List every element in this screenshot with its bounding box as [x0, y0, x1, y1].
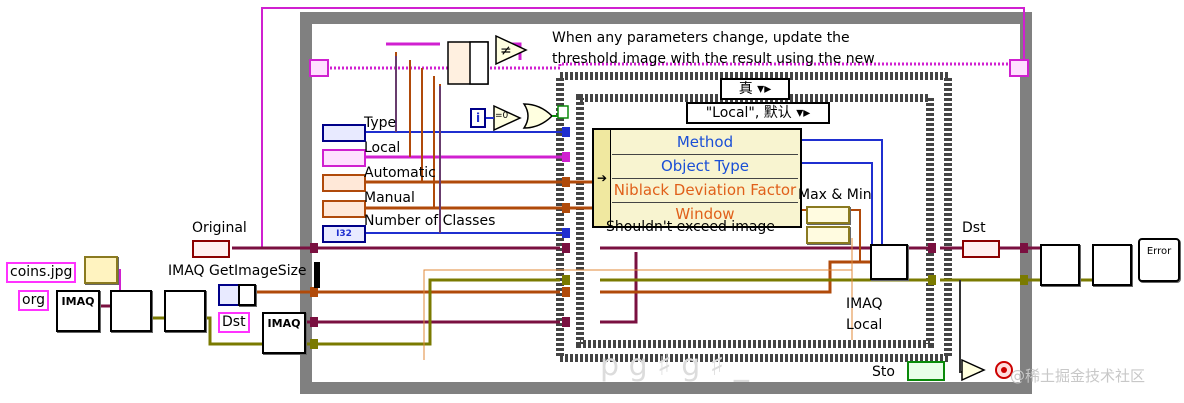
- pink-wire-shift: [318, 62, 1012, 70]
- wire-bundle-verticals-blue: [395, 56, 441, 233]
- tunnel-left-size: [310, 287, 318, 297]
- dst-label: Dst: [962, 220, 986, 236]
- imaq-dispose-node-2[interactable]: [1092, 244, 1132, 286]
- get-image-size-label: IMAQ GetImageSize: [168, 263, 307, 279]
- imaq-dispose-node-1[interactable]: [1040, 244, 1080, 286]
- iteration-terminal[interactable]: i: [470, 108, 486, 128]
- inner-case-value: "Local", 默认: [705, 105, 792, 121]
- imaq-local-node[interactable]: [870, 244, 908, 280]
- error-handler-node[interactable]: Error: [1138, 238, 1180, 282]
- shift-register-left[interactable]: [309, 59, 329, 77]
- shouldnt-exceed-label: Shouldn't exceed image: [606, 219, 775, 235]
- type-control-terminal[interactable]: [322, 124, 366, 142]
- dst-name-constant[interactable]: Dst: [218, 312, 250, 333]
- error-wire-main: [140, 278, 1040, 346]
- tunnel-size: [562, 287, 570, 297]
- tunnel-out-ref: [928, 243, 936, 253]
- tunnel-manual: [562, 203, 570, 213]
- file-path-constant[interactable]: coins.jpg: [6, 262, 77, 283]
- imaq-local-label-1: IMAQ: [846, 296, 883, 312]
- tunnel-loop-ref: [1020, 243, 1028, 253]
- comment-line-1: When any parameters change, update the: [552, 30, 850, 46]
- tunnel-left-ref: [310, 243, 318, 253]
- shift-register-right[interactable]: [1009, 59, 1029, 77]
- imaq-create-node[interactable]: IMAQ: [56, 290, 100, 332]
- imaq-getsize-node[interactable]: [164, 290, 206, 332]
- stop-terminal[interactable]: [907, 361, 945, 381]
- local-control-terminal[interactable]: [322, 149, 366, 167]
- number-of-classes-label: Number of Classes: [364, 213, 496, 229]
- tunnel-left-dst: [310, 317, 318, 327]
- image-name-constant[interactable]: org: [18, 290, 49, 311]
- size-output-bar: [314, 262, 320, 288]
- wire-objecttype-out: [800, 162, 873, 246]
- eq-zero-label: =0: [495, 111, 509, 121]
- wire-method-out: [800, 139, 883, 246]
- not-equal-node[interactable]: [495, 34, 528, 66]
- property-node-arrow: ➔: [594, 130, 611, 226]
- property-method[interactable]: Method: [612, 130, 798, 155]
- wire-orange-loop: [423, 238, 853, 360]
- tunnel-error: [562, 275, 570, 285]
- iteration-label: i: [475, 111, 481, 125]
- outer-case-selector[interactable]: 真 ▾▸: [720, 78, 790, 100]
- while-loop-frame[interactable]: [300, 12, 1032, 394]
- tunnel-loop-error: [1020, 275, 1028, 285]
- local-label: Local: [364, 140, 401, 156]
- watermark-text: @稀土掘金技术社区: [1010, 367, 1146, 385]
- stop-label-fragment: Sto: [872, 364, 895, 380]
- original-label: Original: [192, 220, 247, 236]
- original-image-indicator[interactable]: [192, 240, 230, 258]
- tunnel-left-error: [310, 339, 318, 349]
- property-window[interactable]: Window: [675, 205, 735, 223]
- i32-type-label: I32: [336, 229, 352, 239]
- or-node[interactable]: [522, 103, 554, 129]
- automatic-label: Automatic: [364, 165, 436, 181]
- tunnel-out-error: [928, 275, 936, 285]
- size-bundle-node[interactable]: [238, 284, 256, 306]
- manual-control-terminal[interactable]: [322, 200, 366, 218]
- tunnel-local: [562, 152, 570, 162]
- imaq-create-dst-node[interactable]: IMAQ: [262, 312, 306, 354]
- ref-wire-dst: [290, 252, 638, 324]
- tunnel-classes: [562, 228, 570, 238]
- bool-tunnel: [557, 105, 569, 119]
- max-node[interactable]: [806, 206, 850, 224]
- min-node[interactable]: [806, 226, 850, 244]
- type-label: Type: [364, 115, 397, 131]
- classes-control-terminal[interactable]: I32: [322, 225, 366, 243]
- faint-background-text: p g ♯ g ♯ _: [600, 348, 749, 383]
- tunnel-automatic: [562, 177, 570, 187]
- bundle-arrow-node[interactable]: [469, 41, 489, 85]
- imaq-local-label-2: Local: [846, 317, 883, 333]
- imaq-create-label: IMAQ: [61, 295, 95, 308]
- property-object-type[interactable]: Object Type: [612, 154, 798, 179]
- tunnel-dst: [562, 317, 570, 327]
- comment-line-2: threshold image with the result using th…: [552, 51, 875, 67]
- dst-image-indicator[interactable]: [962, 240, 1000, 258]
- error-wire-lower: [959, 280, 980, 373]
- outer-case-value: 真: [738, 81, 753, 97]
- open-file-icon[interactable]: [84, 256, 118, 284]
- max-min-label: Max & Min: [798, 187, 872, 203]
- svg-text:≠: ≠: [500, 43, 512, 59]
- property-node[interactable]: ➔ Method Object Type Niblack Deviation F…: [592, 128, 802, 228]
- pink-wire-top-loop: [261, 7, 1025, 248]
- ref-wire-size: [254, 260, 870, 294]
- not-node[interactable]: [961, 358, 986, 382]
- tunnel-type: [562, 127, 570, 137]
- tunnel-ref: [562, 243, 570, 253]
- imaq-readfile-node[interactable]: [110, 290, 152, 332]
- inner-case-selector[interactable]: "Local", 默认 ▾▸: [686, 102, 830, 124]
- automatic-control-terminal[interactable]: [322, 174, 366, 192]
- imaq-create-dst-label: IMAQ: [267, 317, 301, 330]
- manual-label: Manual: [364, 190, 415, 206]
- error-handler-label: Error: [1146, 246, 1172, 257]
- property-niblack-factor[interactable]: Niblack Deviation Factor: [612, 178, 798, 203]
